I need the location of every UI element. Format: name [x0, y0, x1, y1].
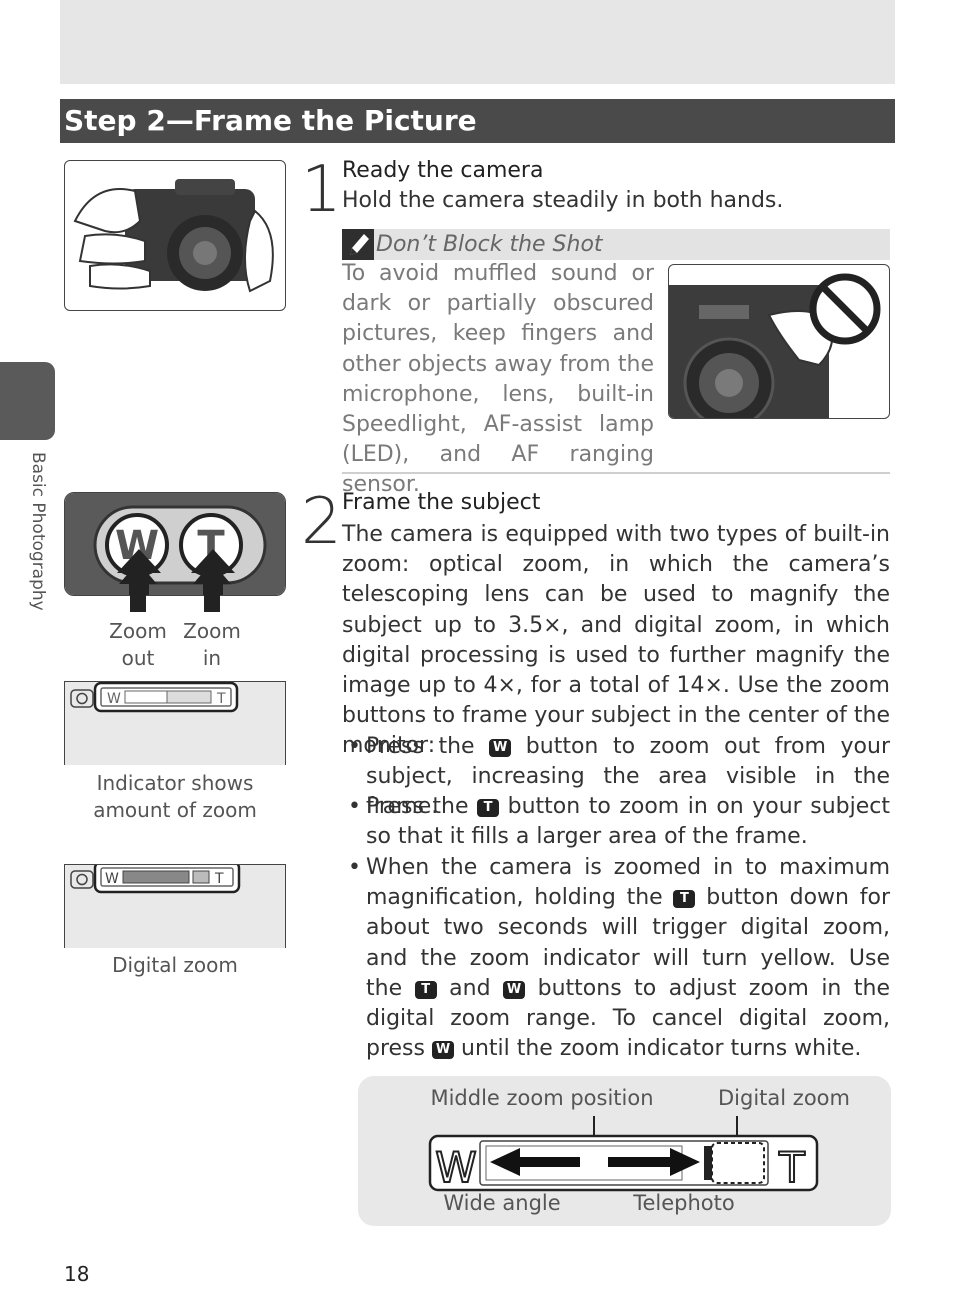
- camera-icon: [70, 689, 94, 708]
- step-1-number: 1: [301, 153, 342, 227]
- digital-zoom-label: Digital zoom: [718, 1086, 850, 1110]
- step-1-heading: Ready the camera: [342, 158, 544, 183]
- camera-hands-photo: [64, 160, 286, 311]
- section-tab: [0, 362, 55, 440]
- svg-text:W: W: [105, 871, 119, 887]
- svg-text:T: T: [214, 871, 224, 887]
- section-divider: [342, 472, 890, 474]
- svg-text:W: W: [107, 691, 121, 707]
- zoom-w-icon: W: [503, 980, 526, 999]
- digital-zoom-screen: W T: [64, 860, 286, 948]
- section-label: Basic Photography: [28, 452, 48, 611]
- zoom-w-icon: W: [435, 1143, 477, 1192]
- zoom-indicator-screen: W T: [64, 681, 286, 765]
- zoom-arrows: [119, 562, 231, 612]
- note-title: Don’t Block the Shot: [376, 232, 603, 257]
- bullet-item: • Press the W button to zoom out from yo…: [348, 734, 890, 820]
- step-2-number: 2: [301, 485, 342, 559]
- indicator-caption: Indicator shows amount of zoom: [93, 771, 257, 822]
- svg-text:T: T: [216, 691, 226, 707]
- top-band: [60, 0, 895, 84]
- blocked-camera-photo: [668, 264, 890, 419]
- page-number: 18: [64, 1262, 90, 1286]
- no-entry-icon: [809, 273, 881, 345]
- zoom-in-label: Zoom in: [183, 619, 241, 670]
- step-2-heading: Frame the subject: [342, 490, 541, 515]
- telephoto-label: Telephoto: [633, 1191, 735, 1215]
- bullet-item: • When the camera is zoomed in to maximu…: [348, 855, 891, 1062]
- step-1-text: Hold the camera steadily in both hands.: [342, 188, 784, 213]
- zoom-t-icon: T: [673, 890, 696, 909]
- zoom-t-icon: T: [778, 1143, 805, 1192]
- note-bar: [342, 229, 890, 260]
- bullet-item: • Press the T button to zoom in on your …: [348, 794, 890, 850]
- camera-icon: [70, 870, 94, 889]
- middle-zoom-label: Middle zoom position: [430, 1086, 654, 1110]
- note-text: To avoid muffled sound or dark or partia…: [342, 261, 654, 498]
- digital-zoom-caption: Digital zoom: [112, 953, 238, 977]
- zoom-t-icon: T: [477, 799, 500, 817]
- arrow-right-icon: [608, 1148, 700, 1176]
- arrow-left-icon: [490, 1148, 580, 1176]
- zoom-t-icon: T: [414, 980, 437, 999]
- step-2-text: The camera is equipped with two types of…: [342, 522, 890, 759]
- zoom-w-icon: W: [432, 1041, 454, 1060]
- zoom-indicator-diagram: W T: [428, 1116, 819, 1192]
- wide-angle-label: Wide angle: [443, 1191, 561, 1215]
- zoom-w-icon: W: [489, 739, 512, 757]
- zoom-out-label: Zoom out: [109, 619, 167, 670]
- pencil-icon: [342, 229, 374, 260]
- page-title: Step 2—Frame the Picture: [60, 99, 895, 143]
